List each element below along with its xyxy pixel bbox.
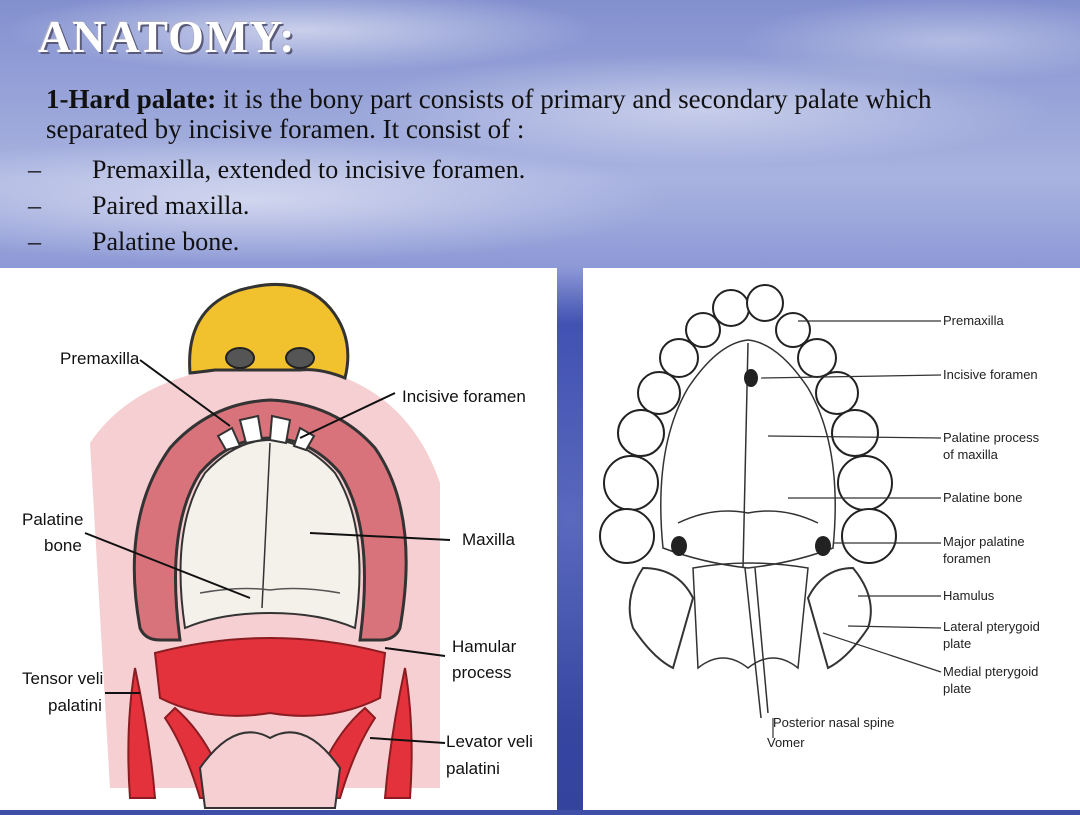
figure-palate-muscles: Premaxilla Incisive foramen Palatine bon…	[0, 268, 557, 810]
hard-palate	[179, 438, 361, 630]
list-item: – Premaxilla, extended to incisive forame…	[28, 152, 525, 188]
tensor-muscle-right	[383, 667, 413, 799]
list-item: – Palatine bone.	[28, 224, 525, 260]
label-vomer: Vomer	[767, 735, 805, 750]
intro-text: it is the bony part consists of primary …	[46, 84, 932, 144]
slide-title: ANATOMY:	[38, 11, 296, 62]
left-leader-lines	[84, 359, 451, 744]
bullet-text: Palatine bone.	[92, 227, 240, 256]
uvula-region	[198, 731, 342, 809]
label-major-palatine-line2: foramen	[943, 551, 991, 566]
bullet-list: – Premaxilla, extended to incisive forame…	[28, 152, 525, 260]
incisor-teeth	[216, 414, 316, 452]
tensor-muscle-left	[127, 667, 157, 799]
bullet-dash: –	[28, 227, 41, 256]
incisive-foramen-mark	[744, 369, 758, 387]
label-medial-pterygoid-line1: Medial pterygoid	[943, 664, 1038, 679]
soft-palate-muscle	[153, 637, 387, 717]
figure-palate-bones: Premaxilla Incisive foramen Palatine pro…	[583, 268, 1080, 810]
label-palatine-bone-line1: Palatine	[22, 510, 83, 529]
label-tensor-line2: palatini	[48, 696, 102, 715]
intro-heading: 1-Hard palate:	[46, 84, 217, 114]
pterygoid-left	[628, 566, 695, 670]
transverse-suture	[677, 510, 819, 524]
label-posterior-nasal-spine: Posterior nasal spine	[773, 715, 894, 730]
bullet-text: Paired maxilla.	[92, 191, 250, 220]
label-maxilla: Maxilla	[462, 530, 515, 549]
palate-bones-illustration: Premaxilla Incisive foramen Palatine pro…	[599, 284, 1040, 750]
vomer-line	[754, 567, 769, 714]
nose-shape	[188, 283, 350, 381]
median-suture	[261, 442, 271, 609]
label-premaxilla-right: Premaxilla	[943, 313, 1004, 328]
label-palatine-bone-right: Palatine bone	[943, 490, 1023, 505]
bullet-dash: –	[28, 155, 41, 184]
label-palatine-process-line2: of maxilla	[943, 447, 999, 462]
label-tensor-line1: Tensor veli	[22, 669, 103, 688]
label-incisive-foramen-right: Incisive foramen	[943, 367, 1038, 382]
palate-muscles-illustration: Premaxilla Incisive foramen Palatine bon…	[22, 283, 533, 809]
major-palatine-foramen-right	[815, 536, 831, 556]
list-item: – Paired maxilla.	[28, 188, 525, 224]
bullet-dash: –	[28, 191, 41, 220]
label-palatine-bone-line2: bone	[44, 536, 82, 555]
label-hamular-line2: process	[452, 663, 512, 682]
major-palatine-foramen-left	[671, 536, 687, 556]
label-levator-line1: Levator veli	[446, 732, 533, 751]
nostril-left	[225, 347, 255, 369]
posterior-palate-outline	[692, 562, 809, 670]
posterior-spine-line	[744, 567, 762, 719]
pterygoid-right	[806, 566, 872, 670]
label-lateral-pterygoid-line2: plate	[943, 636, 971, 651]
intro-paragraph: 1-Hard palate: it is the bony part consi…	[46, 84, 1006, 144]
label-premaxilla: Premaxilla	[60, 349, 140, 368]
right-leader-lines	[760, 320, 942, 738]
bullet-text: Premaxilla, extended to incisive foramen…	[92, 155, 526, 184]
label-incisive-foramen: Incisive foramen	[402, 387, 526, 406]
gingiva-arch	[132, 398, 408, 642]
label-major-palatine-line1: Major palatine	[943, 534, 1025, 549]
palatine-suture	[199, 587, 341, 594]
label-lateral-pterygoid-line1: Lateral pterygoid	[943, 619, 1040, 634]
label-hamulus: Hamulus	[943, 588, 995, 603]
label-medial-pterygoid-line2: plate	[943, 681, 971, 696]
label-levator-line2: palatini	[446, 759, 500, 778]
label-palatine-process-line1: Palatine process	[943, 430, 1040, 445]
nostril-right	[285, 347, 315, 369]
teeth-arch	[599, 284, 897, 564]
label-hamular-line1: Hamular	[452, 637, 517, 656]
palate-vault-outline	[660, 339, 836, 569]
